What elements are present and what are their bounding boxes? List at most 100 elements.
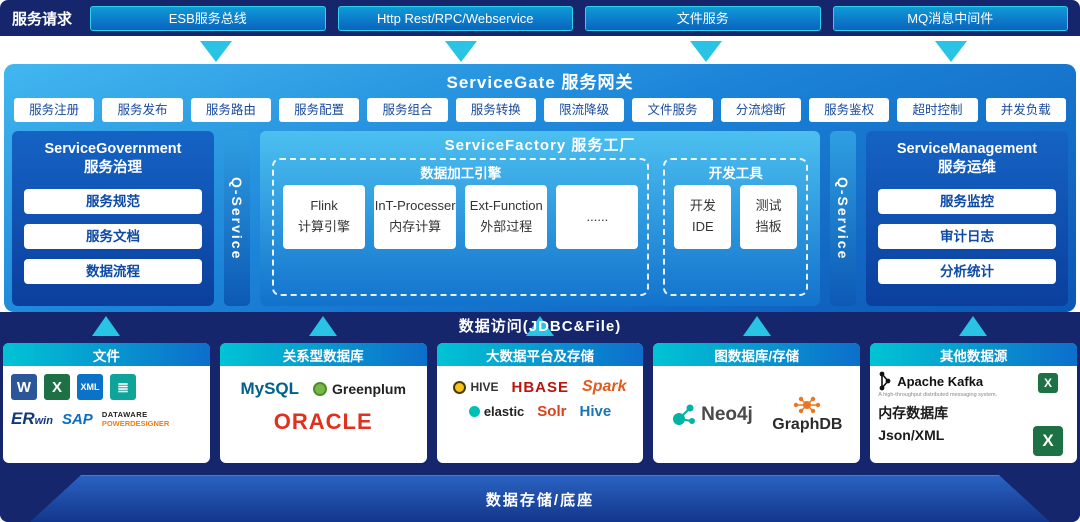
capability: 服务注册: [14, 98, 95, 122]
hbase-logo: HBASE: [511, 378, 570, 396]
erwin-win: win: [34, 415, 53, 427]
up-arrow-icon: [91, 315, 121, 337]
governance-title-en: ServiceGovernment: [44, 141, 182, 157]
solr-logo: Solr: [537, 403, 567, 420]
group-header: 关系型数据库: [219, 343, 427, 366]
datasource-group-other: 其他数据源 Apache Kafka: [870, 343, 1077, 463]
up-arrow-icon: [742, 315, 772, 337]
capability: 分流熔断: [720, 98, 801, 122]
q-service-bar-right: Q-Service: [830, 131, 856, 306]
powerdesigner-logo: DATAWARE POWERDESIGNER: [102, 410, 170, 428]
greenplum-label: Greenplum: [332, 381, 406, 397]
greenplum-icon: [313, 382, 328, 396]
governance-title-zh: 服务治理: [84, 159, 142, 176]
dev-tools-box: 开发工具 开发 IDE 测试 挡板: [663, 158, 808, 296]
excel-icon: X: [1032, 426, 1063, 456]
kafka-logo: Apache Kafka: [878, 371, 1027, 391]
kafka-tagline: A high-throughput distributed messaging …: [878, 392, 998, 398]
doc-icon: ≣: [110, 374, 136, 400]
group-header: 大数据平台及存储: [436, 343, 644, 366]
engine-item-line1: Ext-Function: [469, 198, 543, 214]
service-management-panel: ServiceManagement 服务运维 服务监控 审计日志 分析统计: [866, 131, 1068, 306]
channel-esb: ESB服务总线: [90, 5, 326, 31]
excel-icon: X: [1037, 373, 1058, 393]
request-label: 服务请求: [12, 10, 73, 28]
dev-tools-title: 开发工具: [708, 166, 763, 181]
down-arrow-icon: [689, 40, 723, 64]
data-access-label: 数据访问(JDBC&File): [458, 318, 622, 335]
engine-item-line1: InT-Processer: [374, 198, 456, 214]
datasource-group-relational: 关系型数据库 MySQL Greenplum ORACLE: [219, 343, 427, 463]
engine-item-line2: 计算引擎: [298, 219, 351, 234]
engine-item-line1: ......: [586, 208, 609, 224]
engine-item-flink: Flink 计算引擎: [283, 185, 366, 249]
channel-file-service: 文件服务: [585, 5, 821, 31]
devtool-item-test: 测试 挡板: [740, 185, 797, 249]
service-gate-title: ServiceGate 服务网关: [446, 73, 634, 92]
devtool-item-line1: 开发: [689, 198, 716, 214]
capability: 服务转换: [455, 98, 536, 122]
sap-logo: SAP: [61, 410, 93, 428]
data-engine-box: 数据加工引擎 Flink 计算引擎 InT-Processer 内存计算: [272, 158, 650, 296]
up-arrow-icon: [958, 315, 988, 337]
hive-logo: Hive: [579, 403, 612, 420]
channel-http-rest: Http Rest/RPC/Webservice: [337, 5, 574, 31]
memdb-label: 内存数据库: [878, 405, 949, 421]
elastic-icon: [468, 406, 480, 417]
management-item: 分析统计: [878, 258, 1056, 284]
apache-hive-logo: HIVE: [453, 380, 499, 394]
kafka-label: Apache Kafka: [897, 373, 984, 389]
hive-bee-icon: [453, 380, 467, 394]
oracle-logo: ORACLE: [273, 409, 373, 434]
management-title-zh: 服务运维: [938, 159, 996, 176]
group-header: 其他数据源: [870, 343, 1077, 366]
word-icon: W: [11, 374, 37, 400]
capability: 并发负载: [985, 98, 1066, 122]
neo4j-icon: [673, 404, 696, 425]
capability: 服务配置: [278, 98, 360, 122]
capability: 服务发布: [102, 98, 183, 122]
engine-item-line2: 外部过程: [480, 219, 533, 234]
engine-item-int-processer: InT-Processer 内存计算: [374, 185, 457, 249]
datasource-group-bigdata: 大数据平台及存储 HIVE HBASE Spark elastic: [436, 343, 644, 463]
data-engine-title: 数据加工引擎: [420, 166, 502, 181]
graphdb-icon: [794, 396, 821, 413]
governance-item: 服务规范: [24, 188, 202, 214]
up-arrow-icon: [525, 315, 555, 337]
capability: 服务鉴权: [808, 98, 890, 122]
greenplum-logo: Greenplum: [313, 381, 406, 397]
channel-mq: MQ消息中间件: [832, 5, 1069, 31]
engine-item-line1: Flink: [310, 198, 338, 214]
devtool-item-line2: IDE: [691, 219, 714, 234]
engine-item-ext-function: Ext-Function 外部过程: [465, 185, 548, 249]
capability: 超时控制: [897, 98, 978, 122]
service-factory-panel: ServiceFactory 服务工厂 数据加工引擎 Flink 计算引擎 In…: [260, 131, 820, 306]
governance-item: 数据流程: [24, 258, 202, 284]
storage-base: 数据存储/底座: [0, 468, 1080, 522]
gateway-capabilities: 服务注册 服务发布 服务路由 服务配置 服务组合 服务转换 限流降级 文件服务 …: [14, 98, 1066, 122]
up-arrow-icon: [308, 315, 338, 337]
neo4j-label: Neo4j: [701, 403, 753, 425]
group-header: 图数据库/存储: [653, 343, 861, 366]
hive-label: HIVE: [470, 380, 499, 394]
kafka-icon: [879, 371, 891, 391]
data-layer-section: 数据访问(JDBC&File) 文件 W X XML ≣ ERwin SAP: [0, 312, 1080, 522]
powerdesigner-label: POWERDESIGNER: [101, 419, 170, 428]
spark-logo: Spark: [582, 378, 627, 395]
request-bar: 服务请求 ESB服务总线 Http Rest/RPC/Webservice 文件…: [0, 0, 1080, 36]
devtool-item-line2: 挡板: [755, 219, 782, 234]
graphdb-logo: GraphDB: [772, 396, 842, 434]
erwin-er: ER: [11, 409, 35, 428]
governance-title: ServiceGovernment 服务治理: [24, 140, 202, 178]
group-header: 文件: [3, 343, 210, 366]
erwin-logo: ERwin: [11, 409, 53, 429]
graphdb-label: GraphDB: [772, 415, 843, 433]
mysql-logo: MySQL: [240, 379, 300, 398]
down-arrow-icon: [444, 40, 478, 64]
service-gate-panel: ServiceGate 服务网关 服务注册 服务发布 服务路由 服务配置 服务组…: [4, 64, 1076, 312]
devtool-item-line1: 测试: [755, 198, 782, 214]
capability: 限流降级: [543, 98, 625, 122]
capability: 服务路由: [190, 98, 271, 122]
dataware-label: DATAWARE: [101, 410, 148, 419]
datasource-group-graph: 图数据库/存储 Neo4j: [653, 343, 861, 463]
